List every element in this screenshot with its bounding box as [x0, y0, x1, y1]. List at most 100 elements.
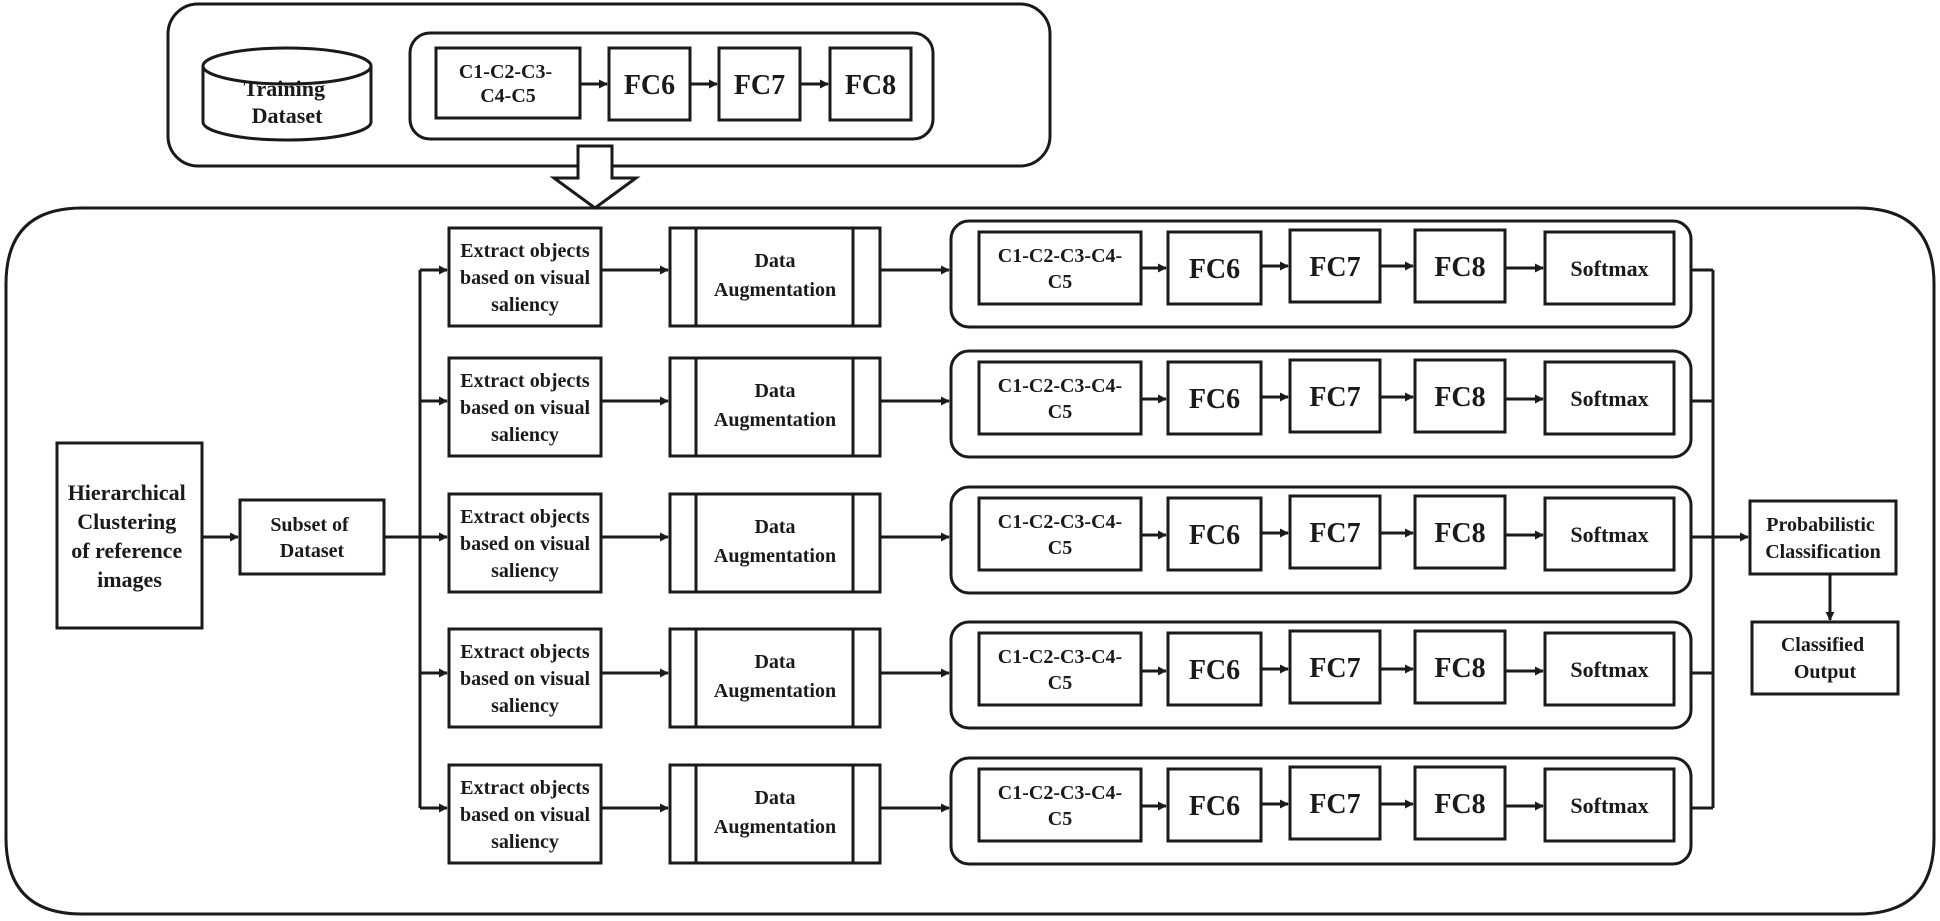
branch-5-extract-label: based on visual [460, 804, 590, 826]
branch-5-fc8-label: FC8 [1434, 789, 1485, 820]
svg-text:C1-C2-C3- C4-C5: C1-C2-C3- C4-C5 [459, 61, 557, 107]
branch-5-extract-box [447, 763, 603, 865]
branch-1-fc6-box [1166, 230, 1263, 306]
branch-3-augment-label: Data [754, 516, 795, 538]
branch-1-conv-label: C5 [1048, 271, 1072, 293]
branch-2-extract-label: saliency [491, 424, 559, 446]
branch-4-conv-label-text: C1-C2-C3-C4- C5 [998, 646, 1122, 694]
branch-4-extract-label: saliency [491, 695, 559, 717]
branch-4-fc6-box [1166, 631, 1263, 707]
branch-2-extract-label: Extract objects [460, 370, 590, 392]
branch-2-augment-label: Augmentation [714, 409, 836, 431]
branch-5-fc7-label: FC7 [1309, 789, 1360, 820]
branch-4-conv-box [977, 631, 1143, 707]
branch-2-fc8-box [1413, 358, 1507, 434]
branch-4-softmax-box [1543, 631, 1676, 707]
branch-1-conv-label: C1-C2-C3-C4- [998, 245, 1122, 267]
branch-4-extract-label: based on visual [460, 668, 590, 690]
branch-1-extract-box [447, 226, 603, 328]
branch-4-fc8-label: FC8 [1434, 653, 1485, 684]
branch-5-conv-label: C1-C2-C3-C4- [998, 782, 1122, 804]
hierarchical-clustering-box [55, 441, 204, 630]
subset-dataset-label: Dataset [280, 540, 345, 562]
branch-1-fc6-label: FC6 [1189, 254, 1240, 285]
branch-1-fc8-label: FC8 [1434, 252, 1485, 283]
branch-3-fc8-box [1413, 494, 1507, 570]
branch-4-augment-label: Data [754, 651, 795, 673]
branch-3-extract-label: Extract objects [460, 506, 590, 528]
branch-1-extract-label: Extract objects [460, 240, 590, 262]
branch-3-fc7-label: FC7 [1309, 518, 1360, 549]
subset-dataset-box [238, 498, 386, 576]
svg-text:Hierarchical Clustering: Hierarchical Clustering of reference ima… [68, 480, 192, 592]
branch-2-fc6-label: FC6 [1189, 384, 1240, 415]
branch-4-fc8-box [1413, 629, 1507, 705]
training-fc6-box [607, 46, 692, 122]
training-fc7-label: FC7 [734, 70, 785, 101]
branch-4-softmax-label: Softmax [1570, 657, 1648, 682]
training-dataset-label: Dataset [252, 103, 324, 128]
branch-1-network-frame [949, 219, 1693, 329]
branch-3-conv-box [977, 496, 1143, 572]
branch-3-extract-label: saliency [491, 560, 559, 582]
branch-5-fc8-box [1413, 765, 1507, 841]
probabilistic-classification-label: Classification [1765, 541, 1881, 563]
branch-2-fc8-label: FC8 [1434, 382, 1485, 413]
branch-5-extract-label-text: Extract objects based on visual saliency [460, 777, 590, 853]
branch-5-softmax-label: Softmax [1570, 793, 1648, 818]
branch-4-conv-label: C1-C2-C3-C4- [998, 646, 1122, 668]
branch-2-conv-label: C1-C2-C3-C4- [998, 375, 1122, 397]
branch-3-softmax-box [1543, 496, 1676, 572]
branch-5-augment-label: Data [754, 787, 795, 809]
branch-3-fc8-label: FC8 [1434, 518, 1485, 549]
branch-5-conv-label-text: C1-C2-C3-C4-C5 [998, 782, 1122, 830]
svg-text:Subset of Dataset: Subset of Dataset [270, 514, 353, 562]
branch-4-extract-label: Extract objects [460, 641, 590, 663]
branch-2-network-frame [949, 349, 1693, 459]
branch-5-augment-box [668, 763, 882, 865]
cylinder-top [201, 46, 373, 86]
branch-5-network-frame [949, 756, 1693, 866]
branch-3-fc6-box [1166, 496, 1263, 572]
branch-5-extract-label: Extract objects [460, 777, 590, 799]
branch-4-fc6-label: FC6 [1189, 655, 1240, 686]
branch-5-conv-box [977, 767, 1143, 843]
branch-2-augment-label: Data [754, 380, 795, 402]
transfer-down-arrow [549, 144, 641, 210]
branch-2-extract-label: based on visual [460, 397, 590, 419]
branch-3-extract-box [447, 492, 603, 594]
branch-2-softmax-box [1543, 360, 1676, 436]
training-fc8-label: FC8 [845, 70, 896, 101]
training-network-frame [408, 31, 935, 141]
branch-5-fc6-label: FC6 [1189, 791, 1240, 822]
classified-output-label: Output [1794, 661, 1857, 683]
main-panel-frame [4, 206, 1936, 916]
branch-1-conv-label-text: C1-C2-C3-C4- C5 [998, 245, 1122, 293]
hierarchical-clustering-label: images [97, 567, 162, 592]
branch-3-network-frame [949, 485, 1693, 595]
branch-1-conv-box [977, 230, 1143, 306]
branch-3-augment-box [668, 492, 882, 594]
branch-4-extract-label-text: Extract objects based on visual saliency [460, 641, 590, 717]
branch-4-augment-label: Augmentation [714, 680, 836, 702]
training-dataset-cylinder: Training Dataset [201, 46, 373, 142]
training-dataset-label: Training [243, 76, 325, 101]
classified-output-box [1750, 620, 1900, 696]
branch-1-augment-label: Augmentation [714, 279, 836, 301]
branch-4-fc7-label: FC7 [1309, 653, 1360, 684]
branch-3-softmax-label: Softmax [1570, 522, 1648, 547]
branch-1-softmax-label: Softmax [1570, 256, 1648, 281]
branch-4-conv-label: C5 [1048, 672, 1072, 694]
branch-1-extract-label: based on visual [460, 267, 590, 289]
branch-2-extract-box [447, 356, 603, 458]
branch-2-fc6-box [1166, 360, 1263, 436]
branch-2-augment-box [668, 356, 882, 458]
branch-5-extract-label: saliency [491, 831, 559, 853]
training-fc7-box [717, 46, 802, 122]
